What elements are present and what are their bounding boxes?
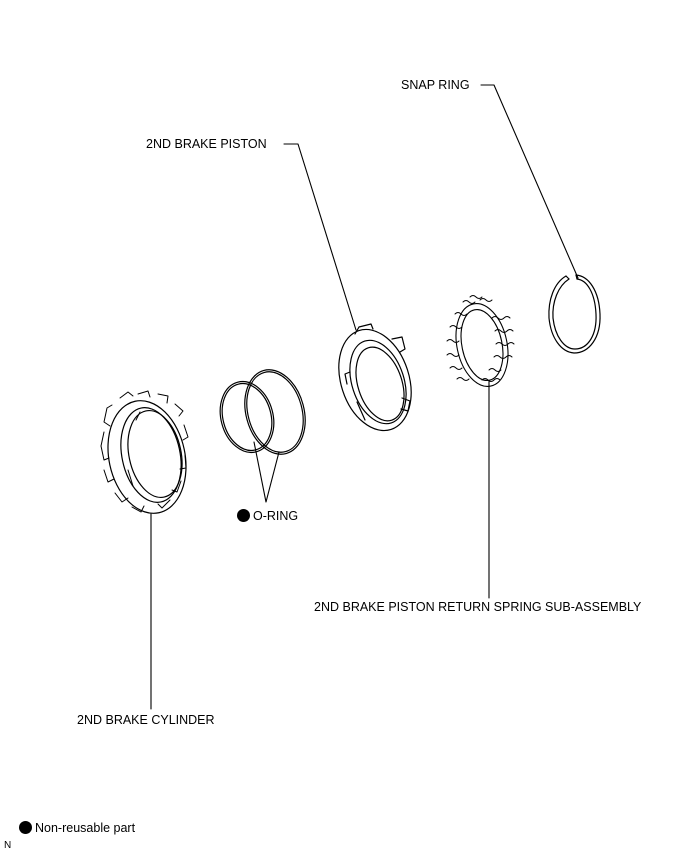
- piston-leader: [283, 143, 357, 331]
- return-spring-label: 2ND BRAKE PISTON RETURN SPRING SUB-ASSEM…: [314, 600, 642, 614]
- o-ring-label-text: O-RING: [253, 509, 299, 523]
- legend-text: Non-reusable part: [35, 821, 136, 835]
- leader-lines: [150, 84, 579, 710]
- o-ring-leader: [253, 441, 280, 503]
- return-spring-part: [446, 295, 515, 387]
- snap-ring-part: [548, 274, 601, 354]
- piston-label: 2ND BRAKE PISTON: [146, 137, 267, 151]
- legend: Non-reusable part: [19, 821, 135, 835]
- snap-ring-label: SNAP RING: [401, 78, 470, 92]
- cylinder-part: [100, 390, 189, 514]
- cylinder-label: 2ND BRAKE CYLINDER: [77, 713, 215, 727]
- corner-mark: N: [4, 840, 12, 851]
- o-ring-label: O-RING: [237, 509, 298, 523]
- snap-ring-leader: [480, 84, 579, 279]
- o-ring-part: [219, 369, 306, 455]
- non-reusable-dot-icon: [237, 509, 250, 522]
- piston-part: [338, 323, 412, 432]
- non-reusable-dot-icon: [19, 821, 32, 834]
